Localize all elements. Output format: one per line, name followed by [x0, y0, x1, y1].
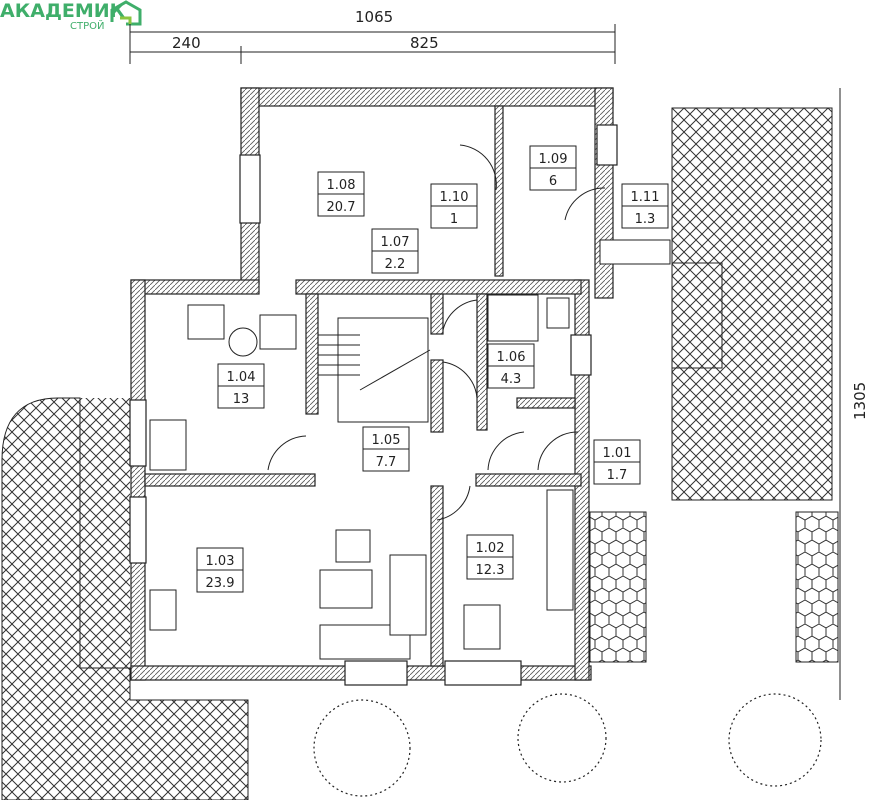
room-labels: 1.08 20.7 1.09 6 1.10 1 1.11 1.3 1.07 2.…	[196, 145, 669, 593]
house-logo-icon	[110, 0, 142, 26]
room-area: 2.2	[385, 257, 406, 272]
logo-name: АКАДЕМИК	[0, 0, 126, 22]
room-label: 1.03 23.9	[196, 547, 244, 593]
room-label: 1.11 1.3	[621, 183, 669, 229]
room-area: 1.3	[635, 212, 656, 227]
dimension-total-height: 1305	[851, 382, 869, 420]
room-area: 1	[450, 212, 458, 227]
room-id: 1.06	[497, 350, 526, 365]
room-area: 12.3	[476, 563, 505, 578]
room-id: 1.07	[381, 235, 410, 250]
room-id: 1.08	[327, 178, 356, 193]
logo-subtitle: СТРОЙ	[70, 19, 104, 32]
dimension-lines	[129, 24, 841, 700]
room-area: 23.9	[206, 576, 235, 591]
terrace-paving	[1, 107, 839, 800]
dimension-total-width: 1065	[355, 8, 393, 26]
room-label: 1.07 2.2	[371, 228, 419, 274]
room-id: 1.01	[603, 446, 632, 461]
room-label: 1.06 4.3	[487, 343, 535, 389]
room-label: 1.09 6	[529, 145, 577, 191]
room-area: 4.3	[501, 372, 522, 387]
door-swings	[267, 144, 606, 521]
room-id: 1.10	[440, 190, 469, 205]
room-id: 1.05	[372, 433, 401, 448]
room-id: 1.09	[539, 152, 568, 167]
room-area: 6	[549, 174, 557, 189]
dimension-right-segment: 825	[410, 34, 439, 52]
room-area: 13	[233, 392, 250, 407]
room-label: 1.04 13	[217, 363, 265, 409]
room-id: 1.03	[206, 554, 235, 569]
room-id: 1.04	[227, 370, 256, 385]
room-label: 1.08 20.7	[317, 171, 365, 217]
room-area: 20.7	[327, 200, 356, 215]
room-label: 1.10 1	[430, 183, 478, 229]
brand-logo: АКАДЕМИК СТРОЙ	[0, 0, 142, 32]
room-label: 1.05 7.7	[362, 426, 410, 472]
room-area: 1.7	[607, 468, 628, 483]
room-label: 1.01 1.7	[593, 439, 641, 485]
room-id: 1.11	[631, 190, 660, 205]
room-area: 7.7	[376, 455, 397, 470]
staircase	[318, 262, 723, 423]
trees	[313, 693, 822, 797]
windows	[129, 124, 618, 686]
dimension-left-segment: 240	[172, 34, 201, 52]
room-id: 1.02	[476, 541, 505, 556]
room-label: 1.02 12.3	[466, 534, 514, 580]
furniture	[149, 239, 671, 660]
